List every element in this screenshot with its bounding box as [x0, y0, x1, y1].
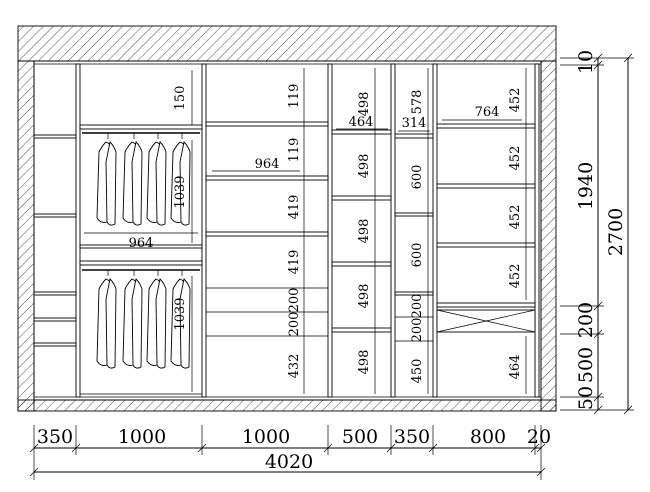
dim-hanging-top: 150 [173, 86, 188, 111]
dim-350-s2: 600 [410, 165, 425, 190]
left-wall-hatch [17, 60, 35, 412]
narrow-350-bay: 578 314 600 600 200 200 450 [394, 68, 434, 394]
cabinet-opening [33, 60, 542, 401]
width-350-right: 350 [394, 426, 430, 448]
partition-e [432, 63, 438, 398]
width-350-left: 350 [37, 426, 73, 448]
dim-middle-fourth: 419 [287, 250, 302, 275]
width-1000-a: 1000 [118, 426, 166, 448]
partition-a [75, 63, 81, 398]
floor-hatch [17, 399, 557, 412]
dim-350-drawer2: 200 [410, 318, 425, 343]
width-800: 800 [470, 426, 506, 448]
dim-500-top: 498 [357, 92, 372, 117]
middle-1000-bay: 119 119 964 419 419 200 200 432 [205, 68, 329, 394]
partition-f [534, 63, 540, 398]
dim-800-width: 764 [475, 105, 500, 120]
left-350-bay [33, 134, 77, 347]
width-500: 500 [342, 426, 378, 448]
hanging-clothes-upper [96, 133, 191, 226]
wall-hatching [17, 25, 557, 412]
height-500: 500 [575, 347, 597, 383]
dim-hanging-lower-depth: 1039 [173, 297, 188, 330]
dim-middle-drawer2: 200 [287, 312, 302, 337]
dim-hanging-width: 964 [129, 236, 154, 251]
dim-500-width: 464 [349, 115, 374, 130]
dim-350-s3: 600 [410, 243, 425, 268]
dim-500-s5: 498 [357, 350, 372, 375]
dim-800-s1: 452 [508, 88, 523, 113]
dim-800-s2: 452 [508, 146, 523, 171]
dim-middle-drawer1: 200 [287, 288, 302, 313]
hanging-clothes-lower [96, 270, 191, 369]
width-total: 4020 [265, 451, 313, 473]
dim-middle-second: 119 [287, 138, 302, 163]
partitions [75, 63, 540, 398]
dim-500-s2: 498 [357, 154, 372, 179]
right-800-bay: 764 452 452 452 452 464 [436, 68, 536, 394]
dim-350-width: 314 [402, 116, 427, 131]
height-50: 50 [575, 386, 597, 410]
width-1000-b: 1000 [242, 426, 290, 448]
dim-800-bottom: 464 [508, 355, 523, 380]
dim-800-s4: 452 [508, 264, 523, 289]
narrow-500-bay: 498 464 498 498 498 498 [331, 68, 392, 394]
width-20: 20 [527, 426, 551, 448]
partition-b [201, 63, 207, 398]
dim-500-s3: 498 [357, 219, 372, 244]
dim-800-s3: 452 [508, 205, 523, 230]
ceiling-hatch [17, 25, 557, 62]
dim-middle-bottom: 432 [287, 354, 302, 379]
dim-350-bottom: 450 [410, 359, 425, 384]
partition-d [390, 63, 396, 398]
partition-c [327, 63, 333, 398]
right-wall-hatch [540, 60, 557, 412]
dim-350-drawer1: 200 [410, 294, 425, 319]
dim-350-top: 578 [410, 90, 425, 115]
dim-middle-top: 119 [287, 84, 302, 109]
dim-middle-width: 964 [255, 157, 280, 172]
height-dimension-chain: 10 1940 200 500 50 2700 [560, 50, 634, 415]
width-dimension-chain: 350 1000 1000 500 350 800 20 4020 [29, 425, 551, 480]
dim-500-s4: 498 [357, 284, 372, 309]
dim-hanging-upper-depth: 1039 [173, 175, 188, 208]
height-1940: 1940 [575, 162, 597, 210]
hanging-bay: 150 1039 964 1039 [79, 70, 203, 395]
height-10: 10 [575, 50, 597, 74]
dim-middle-third: 419 [287, 195, 302, 220]
height-200: 200 [575, 302, 597, 338]
height-total: 2700 [605, 208, 627, 256]
